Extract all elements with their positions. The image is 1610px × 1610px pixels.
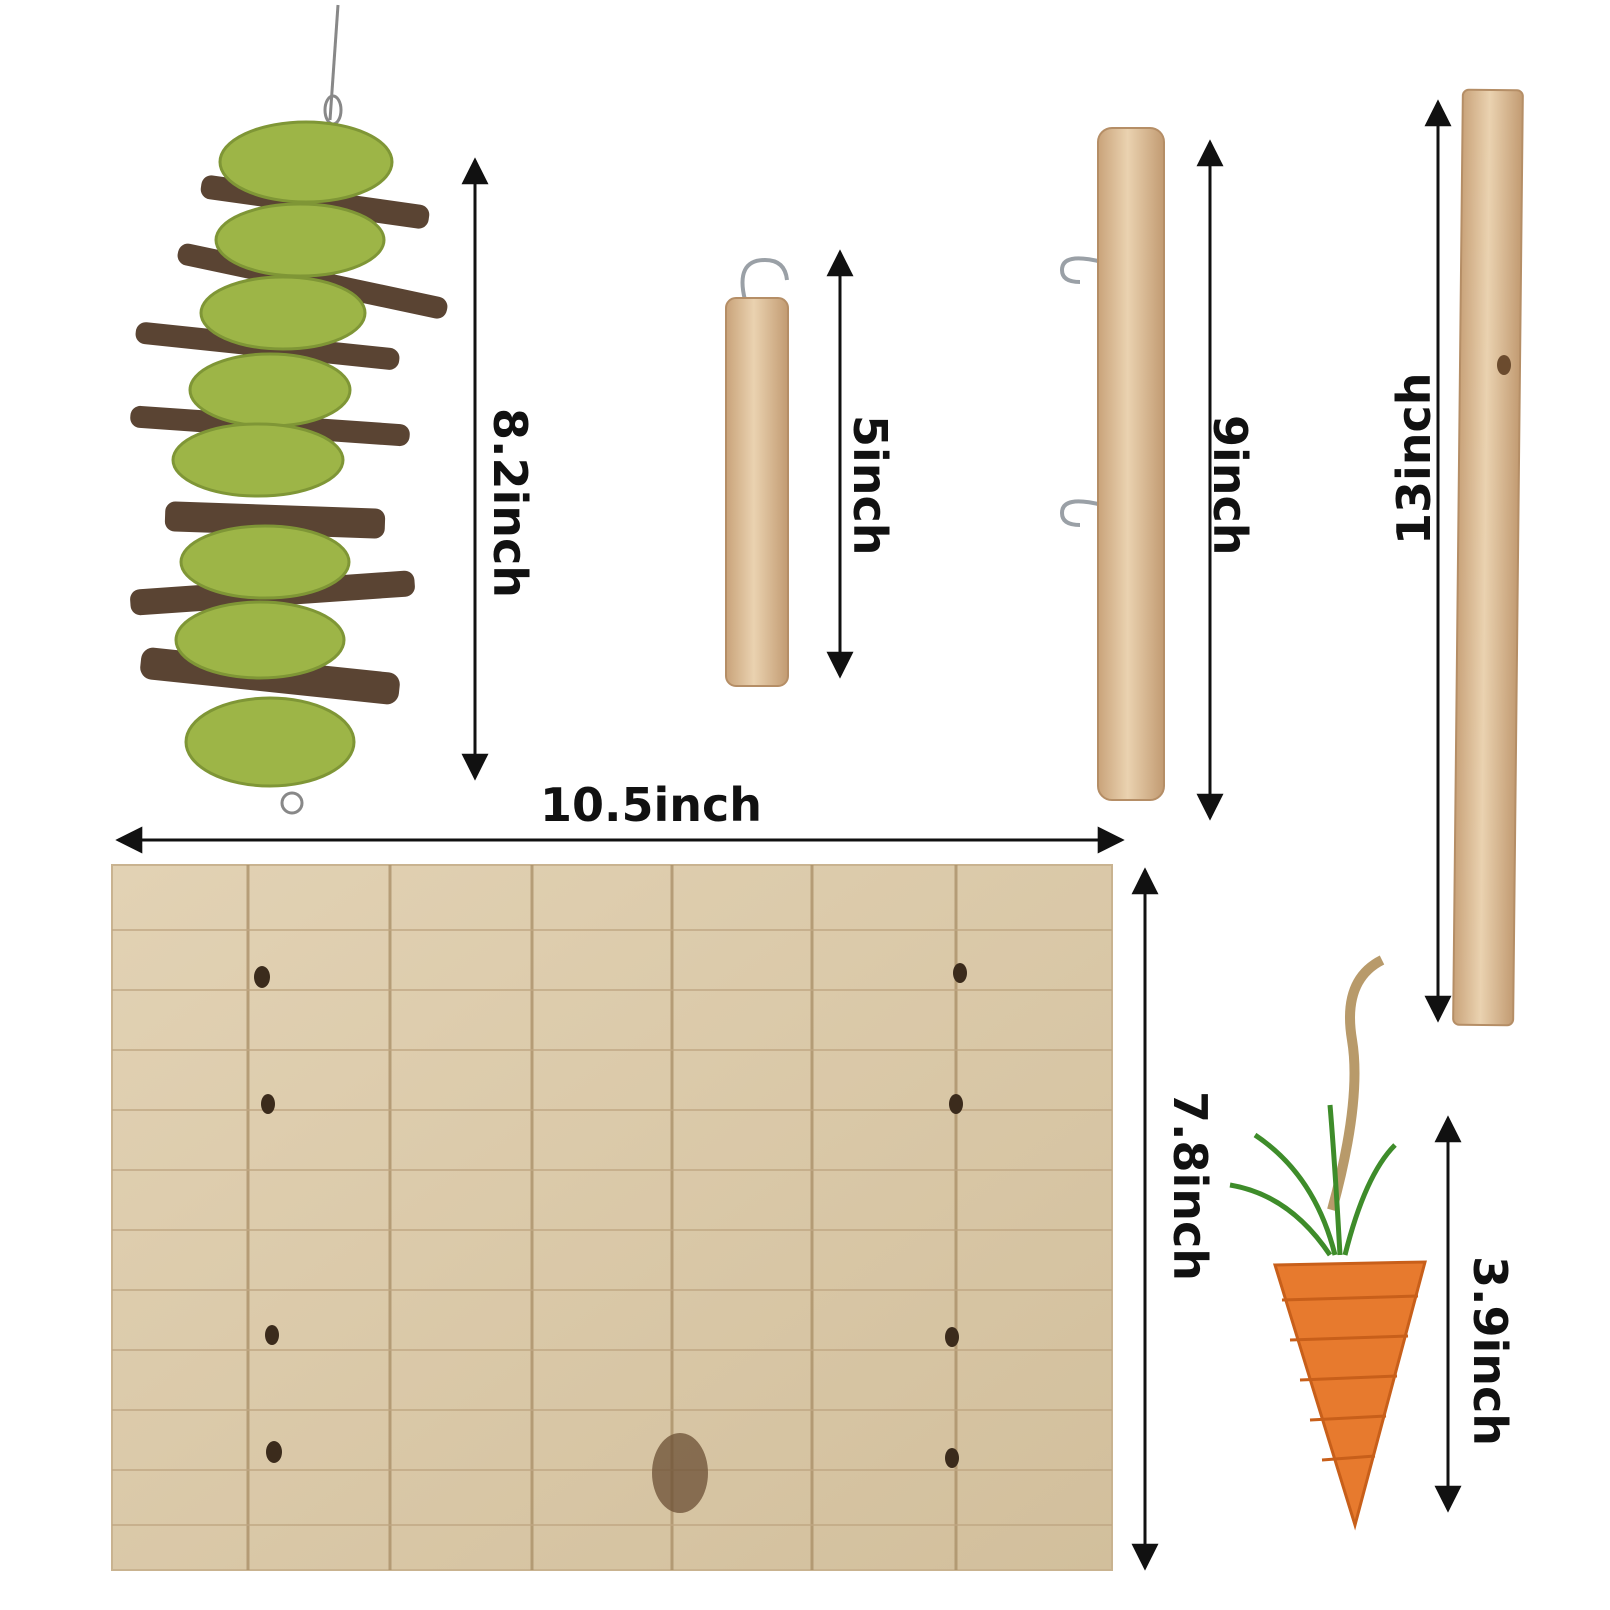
hay-stick-chew-toy xyxy=(130,4,448,815)
label-long-perch: 13inch xyxy=(1387,372,1441,545)
label-board-height: 7.8inch xyxy=(1163,1091,1217,1282)
carrot-toy xyxy=(1229,955,1427,1531)
medium-perch xyxy=(1059,127,1165,801)
label-carrot: 3.9inch xyxy=(1463,1256,1517,1447)
short-perch xyxy=(725,257,789,687)
label-board-width: 10.5inch xyxy=(540,778,763,832)
dimension-arrows xyxy=(115,99,1462,1571)
label-hay-toy: 8.2inch xyxy=(483,408,537,599)
long-perch xyxy=(1452,88,1524,1027)
label-medium-perch: 9inch xyxy=(1203,415,1257,556)
wooden-board xyxy=(111,864,1113,1571)
label-short-perch: 5inch xyxy=(843,415,897,556)
